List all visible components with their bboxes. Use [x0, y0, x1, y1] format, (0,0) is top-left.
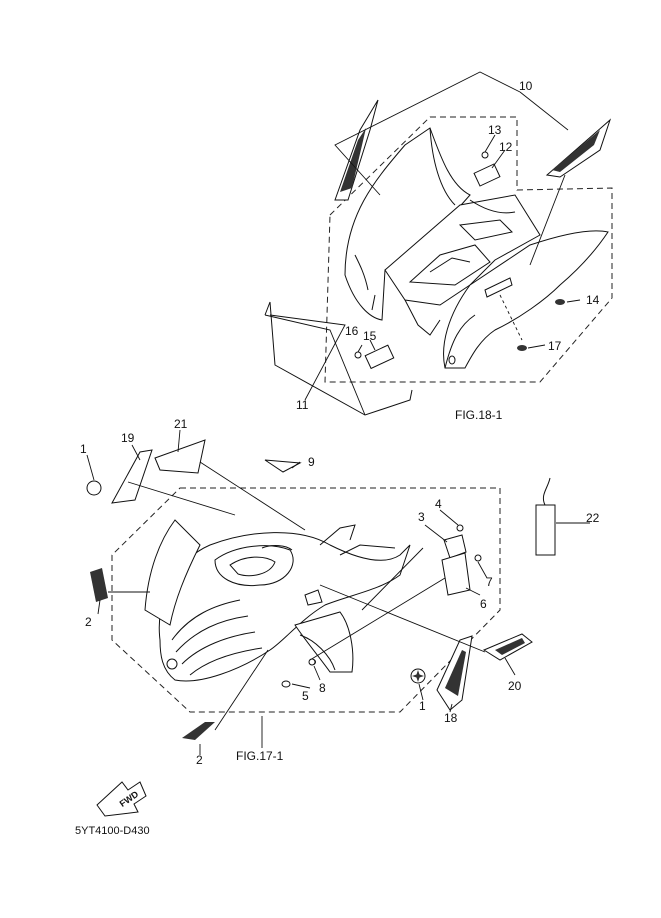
callout-10: 10: [519, 79, 533, 93]
decal-2-lower: [182, 722, 215, 740]
callout-1-right: 1: [419, 699, 426, 713]
cap-1-left: [86, 480, 102, 496]
clip-5: [281, 680, 291, 688]
rear-fender-tray: [384, 194, 541, 306]
clip-17: [517, 345, 527, 351]
rear-fender-right-panel: [443, 230, 609, 369]
callout-22: 22: [586, 511, 600, 525]
front-fender-left-side: [144, 519, 201, 626]
decal-2-upper: [90, 568, 108, 602]
tag-22: [535, 477, 556, 556]
callout-21: 21: [174, 417, 188, 431]
callout-9: 9: [308, 455, 315, 469]
callout-19: 19: [121, 431, 135, 445]
clip-14: [555, 299, 565, 305]
cap-1-right: [410, 668, 426, 684]
callout-11: 11: [296, 398, 309, 412]
rivet-7: [474, 554, 482, 562]
decal-11-skirt: [264, 301, 413, 416]
rivet-16: [354, 351, 362, 359]
fig-18-ref: FIG.18-1: [455, 408, 503, 422]
fig-17-ref: FIG.17-1: [236, 749, 284, 763]
callout-15: 15: [363, 329, 377, 343]
rear-assembly-boundary: [324, 116, 613, 383]
callout-labels: 10 13 12 14 16 15 17 11 FIG.18-1 21 19 1…: [75, 79, 600, 837]
front-fender-right-flap: [294, 611, 354, 673]
callout-2-upper: 2: [85, 615, 92, 629]
decal-19: [111, 449, 153, 504]
callout-2-lower: 2: [196, 753, 203, 767]
callout-12: 12: [499, 140, 513, 154]
callout-17: 17: [548, 339, 562, 353]
label-3: [443, 534, 467, 559]
callout-13: 13: [488, 123, 502, 137]
diagram-code: 5YT4100-D430: [75, 825, 150, 837]
callout-8: 8: [319, 681, 326, 695]
front-assembly-boundary: [111, 487, 501, 713]
clip-8: [308, 658, 316, 666]
callout-6: 6: [480, 597, 487, 611]
callout-14: 14: [586, 293, 600, 307]
callout-16: 16: [345, 324, 359, 338]
decal-21: [154, 439, 206, 474]
label-12: [473, 163, 501, 187]
callout-5: 5: [302, 689, 309, 703]
label-6: [441, 552, 471, 596]
callout-18: 18: [444, 711, 458, 725]
rivet-4: [456, 524, 464, 532]
rear-fender-assembly: [264, 71, 613, 416]
callout-7: 7: [486, 575, 493, 589]
decal-9: [264, 459, 302, 473]
callout-3: 3: [418, 510, 425, 524]
rivet-13: [481, 151, 489, 159]
fwd-arrow-icon: FWD: [96, 781, 147, 817]
callout-4: 4: [435, 497, 442, 511]
callout-1-left: 1: [80, 442, 87, 456]
front-fender-shell: [158, 532, 411, 682]
front-fender-assembly: [86, 429, 590, 755]
callout-20: 20: [508, 679, 522, 693]
label-15: [364, 344, 395, 370]
